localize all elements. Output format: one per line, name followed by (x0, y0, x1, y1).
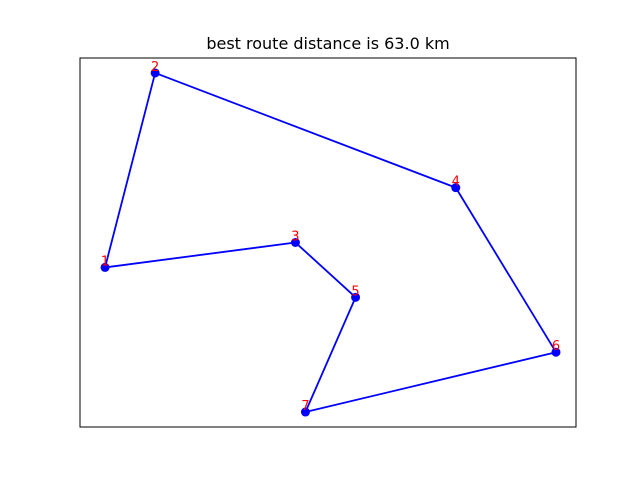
chart-title: best route distance is 63.0 km (206, 34, 449, 53)
route-segment-7-5 (304, 296, 357, 413)
plot-area-frame (79, 57, 577, 428)
route-segment-6-7 (304, 351, 557, 413)
route-point-label-6: 6 (552, 339, 560, 354)
route-point-6 (551, 347, 561, 357)
route-lines (104, 72, 557, 413)
route-point-label-1: 1 (101, 254, 109, 269)
route-segment-5-3 (294, 241, 357, 299)
route-point-7 (300, 407, 310, 417)
route-segment-1-2 (104, 72, 157, 269)
route-point-label-3: 3 (291, 230, 299, 245)
route-markers (100, 68, 561, 417)
route-segment-3-1 (104, 241, 297, 269)
route-segment-4-6 (454, 186, 557, 354)
route-point-label-2: 2 (151, 60, 159, 75)
route-point-2 (150, 68, 160, 78)
route-point-1 (100, 262, 110, 272)
route-point-3 (290, 238, 300, 247)
route-point-4 (451, 183, 461, 193)
route-point-label-5: 5 (351, 284, 359, 299)
route-point-label-4: 4 (452, 175, 460, 190)
route-point-5 (351, 292, 361, 302)
route-point-labels: 1 2 3 4 5 6 7 (101, 60, 560, 414)
route-segment-2-4 (154, 72, 457, 189)
route-point-label-7: 7 (301, 399, 309, 414)
